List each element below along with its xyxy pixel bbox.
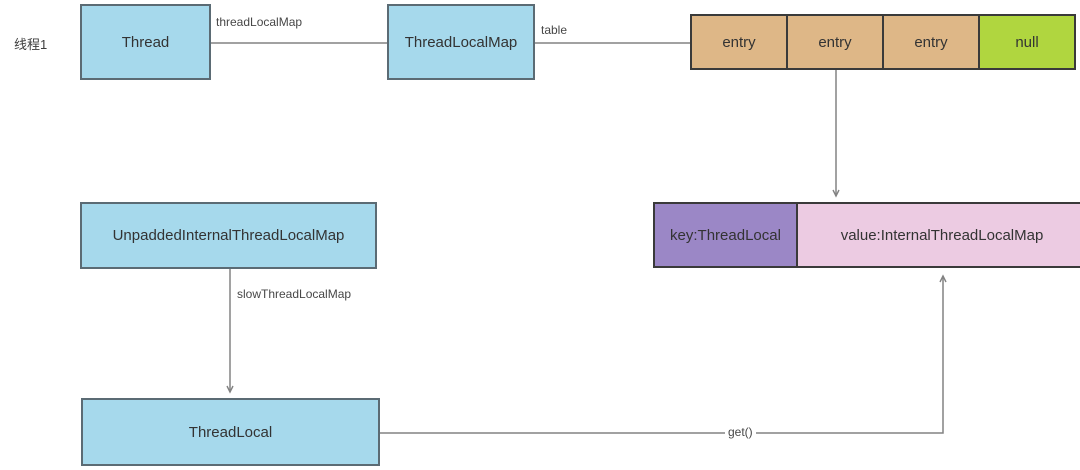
threadlocal-node: ThreadLocal (81, 398, 380, 466)
threadlocalmap-edge-label: threadLocalMap (216, 15, 303, 29)
key-threadlocal-cell: key:ThreadLocal (653, 202, 798, 268)
thread-node: Thread (80, 4, 211, 80)
slowthreadlocalmap-edge-label: slowThreadLocalMap (237, 287, 352, 301)
entry-cell: entry (882, 14, 980, 70)
entry-cell: entry (690, 14, 788, 70)
thread1-label: 线程1 (14, 37, 48, 52)
value-internal-threadlocalmap-cell: value:InternalThreadLocalMap (796, 202, 1080, 268)
kv-pair-row: key:ThreadLocal value:InternalThreadLoca… (653, 202, 1080, 268)
unpadded-internal-threadlocalmap-node: UnpaddedInternalThreadLocalMap (80, 202, 377, 269)
get-edge-label: get() (725, 425, 756, 439)
table-edge-label: table (541, 23, 568, 37)
edge-get-arrow (380, 274, 947, 434)
entry-array: entry entry entry null (690, 14, 1076, 70)
entry-cell: entry (786, 14, 884, 70)
null-cell: null (978, 14, 1076, 70)
threadlocalmap-node: ThreadLocalMap (387, 4, 535, 80)
